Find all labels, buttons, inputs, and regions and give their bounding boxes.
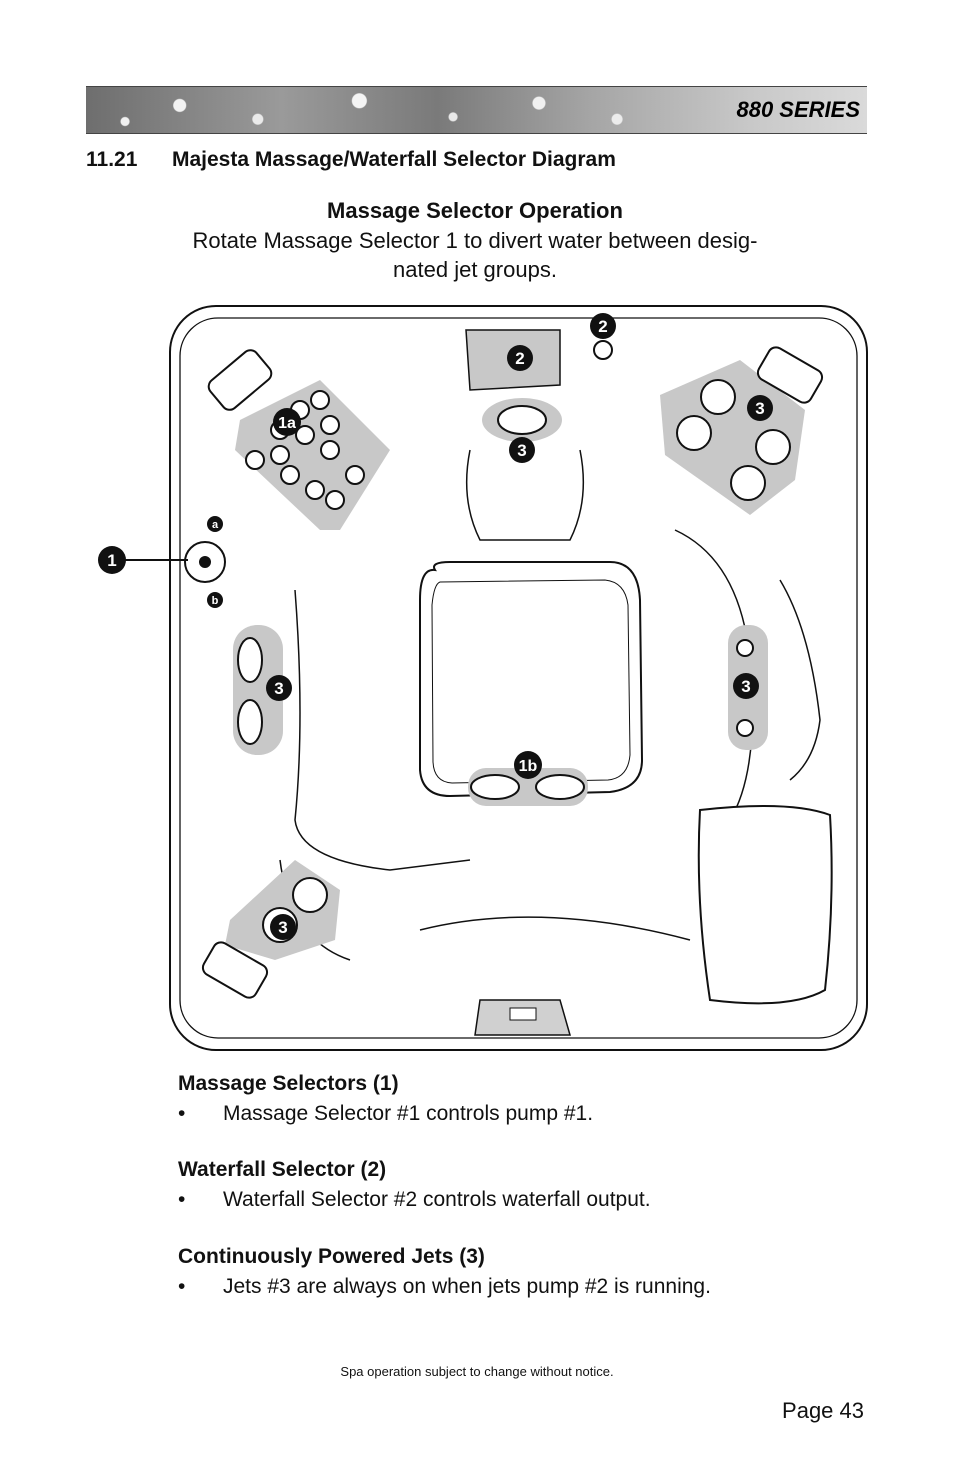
series-banner: 880 SERIES	[86, 86, 867, 134]
legend-item-continuous: • Jets #3 are always on when jets pump #2…	[178, 1275, 711, 1299]
callout-3-lower-left: 3	[270, 914, 296, 940]
series-label: 880 SERIES	[736, 97, 860, 122]
footer-note: Spa operation subject to change without …	[340, 1364, 614, 1379]
svg-text:2: 2	[598, 317, 607, 336]
bullet: •	[178, 1188, 186, 1211]
jet-top-center	[497, 405, 547, 435]
jets-right	[736, 639, 754, 737]
bullet: •	[178, 1102, 186, 1125]
spa-inner-outline	[179, 317, 858, 1039]
seat-contour-bottom	[419, 916, 691, 941]
svg-text:3: 3	[517, 441, 526, 460]
section-title: Majesta Massage/Waterfall Selector Diagr…	[172, 148, 616, 171]
svg-text:b: b	[212, 595, 219, 607]
operation-description: Rotate Massage Selector 1 to divert wate…	[150, 226, 800, 284]
callout-3-right: 3	[733, 673, 759, 699]
callout-3-top-center: 3	[509, 437, 535, 463]
headrest-bottom-left	[201, 941, 269, 999]
svg-text:3: 3	[274, 679, 283, 698]
lounge-pillow	[697, 805, 833, 1005]
operation-title: Massage Selector Operation	[327, 198, 623, 223]
svg-text:1a: 1a	[278, 415, 296, 432]
seat-contour-left	[294, 589, 471, 871]
page-number: Page 43	[782, 1398, 864, 1423]
jets-top-right	[676, 379, 791, 501]
spa-jet-diagram: 1 a b 1a 1b 2 2 3 3 3 3 3	[98, 305, 868, 1051]
callout-waterfall-2: 2	[507, 345, 533, 371]
svg-text:3: 3	[278, 918, 287, 937]
callout-a: a	[207, 516, 223, 532]
callout-3-left: 3	[266, 675, 292, 701]
legend-item-waterfall: • Waterfall Selector #2 controls waterfal…	[178, 1188, 651, 1212]
control-panel-display	[509, 1007, 537, 1021]
operation-line-1: Rotate Massage Selector 1 to divert wate…	[192, 228, 758, 253]
jets-left	[237, 637, 263, 745]
callout-selector-1: 1	[98, 546, 126, 574]
legend-text: Waterfall Selector #2 controls waterfall…	[223, 1188, 651, 1211]
legend-text: Massage Selector #1 controls pump #1.	[223, 1102, 594, 1125]
legend-heading-continuous: Continuously Powered Jets (3)	[178, 1245, 485, 1268]
massage-selector-knob	[199, 556, 211, 568]
svg-text:2: 2	[515, 349, 524, 368]
callout-1b: 1b	[514, 751, 542, 779]
section-number: 11.21	[86, 148, 138, 171]
bullet: •	[178, 1275, 186, 1298]
callout-b: b	[207, 592, 223, 608]
legend-text: Jets #3 are always on when jets pump #2 …	[223, 1275, 711, 1298]
svg-text:1: 1	[107, 551, 116, 570]
seat-contour-right-lounge	[779, 579, 821, 781]
callout-1a: 1a	[273, 408, 301, 436]
waterfall-valve	[593, 340, 613, 360]
callout-3-top-right: 3	[747, 395, 773, 421]
footwell	[419, 561, 644, 798]
headrest-top-left	[207, 349, 273, 411]
svg-text:3: 3	[741, 677, 750, 696]
legend-item-selectors: • Massage Selector #1 controls pump #1.	[178, 1102, 593, 1126]
svg-text:a: a	[212, 519, 219, 531]
svg-text:3: 3	[755, 399, 764, 418]
seat-contour-center	[465, 449, 585, 541]
callout-waterfall-valve-2: 2	[590, 313, 616, 339]
jets-1b	[470, 774, 585, 800]
legend-heading-waterfall: Waterfall Selector (2)	[178, 1158, 387, 1181]
headrest-top-right	[756, 346, 824, 404]
operation-line-2: nated jet groups.	[393, 257, 557, 282]
footwell-inner	[431, 579, 631, 784]
legend-heading-selectors: Massage Selectors (1)	[178, 1072, 399, 1095]
section-heading: 11.21 Majesta Massage/Waterfall Selector …	[86, 148, 616, 172]
svg-text:1b: 1b	[519, 758, 538, 775]
